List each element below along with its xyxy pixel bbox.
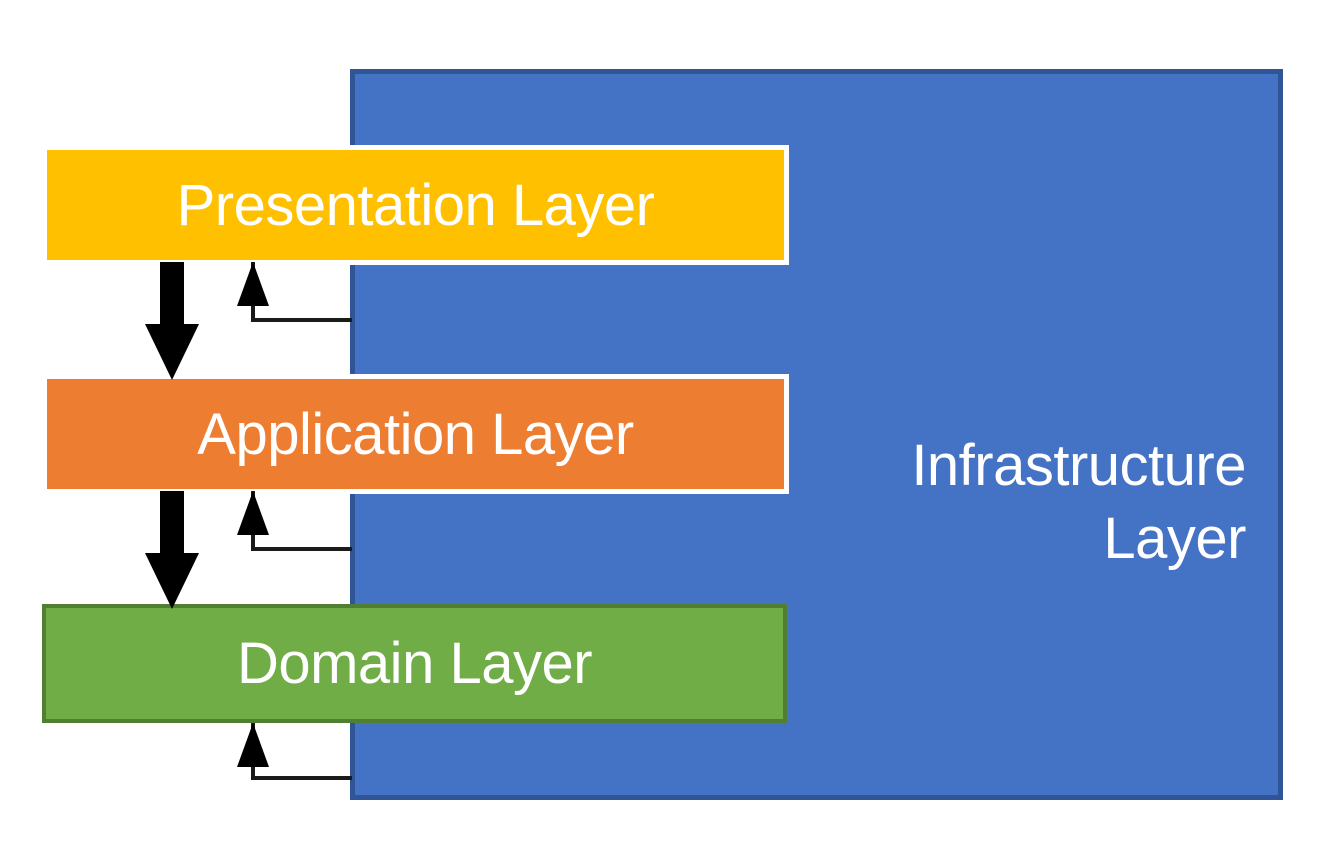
- arrow-shaft: [160, 262, 184, 324]
- arrow-horizontal-segment: [251, 318, 352, 322]
- layer-box-presentation[interactable]: Presentation Layer: [42, 145, 789, 265]
- arrow-infrastructure-to-application-icon: [237, 491, 352, 551]
- arrow-shaft: [160, 491, 184, 553]
- arrow-head: [237, 491, 269, 535]
- arrow-horizontal-segment: [251, 776, 352, 780]
- arrow-infrastructure-to-presentation-icon: [237, 262, 352, 322]
- arrow-head: [237, 262, 269, 306]
- arrow-application-to-domain-icon: [145, 491, 199, 609]
- arrow-head: [145, 324, 199, 380]
- arrow-head: [145, 553, 199, 609]
- layer-box-application[interactable]: Application Layer: [42, 374, 789, 494]
- arrow-presentation-to-application-icon: [145, 262, 199, 380]
- layer-label-application: Application Layer: [197, 401, 634, 467]
- layer-label-domain: Domain Layer: [236, 631, 593, 696]
- arrow-head: [237, 723, 269, 767]
- arrow-horizontal-segment: [251, 547, 352, 551]
- arrow-infrastructure-to-domain-icon: [237, 723, 352, 780]
- layer-label-presentation: Presentation Layer: [176, 172, 655, 238]
- layer-label-infrastructure: Infrastructure Layer: [911, 433, 1246, 571]
- layer-box-domain[interactable]: Domain Layer: [42, 604, 787, 723]
